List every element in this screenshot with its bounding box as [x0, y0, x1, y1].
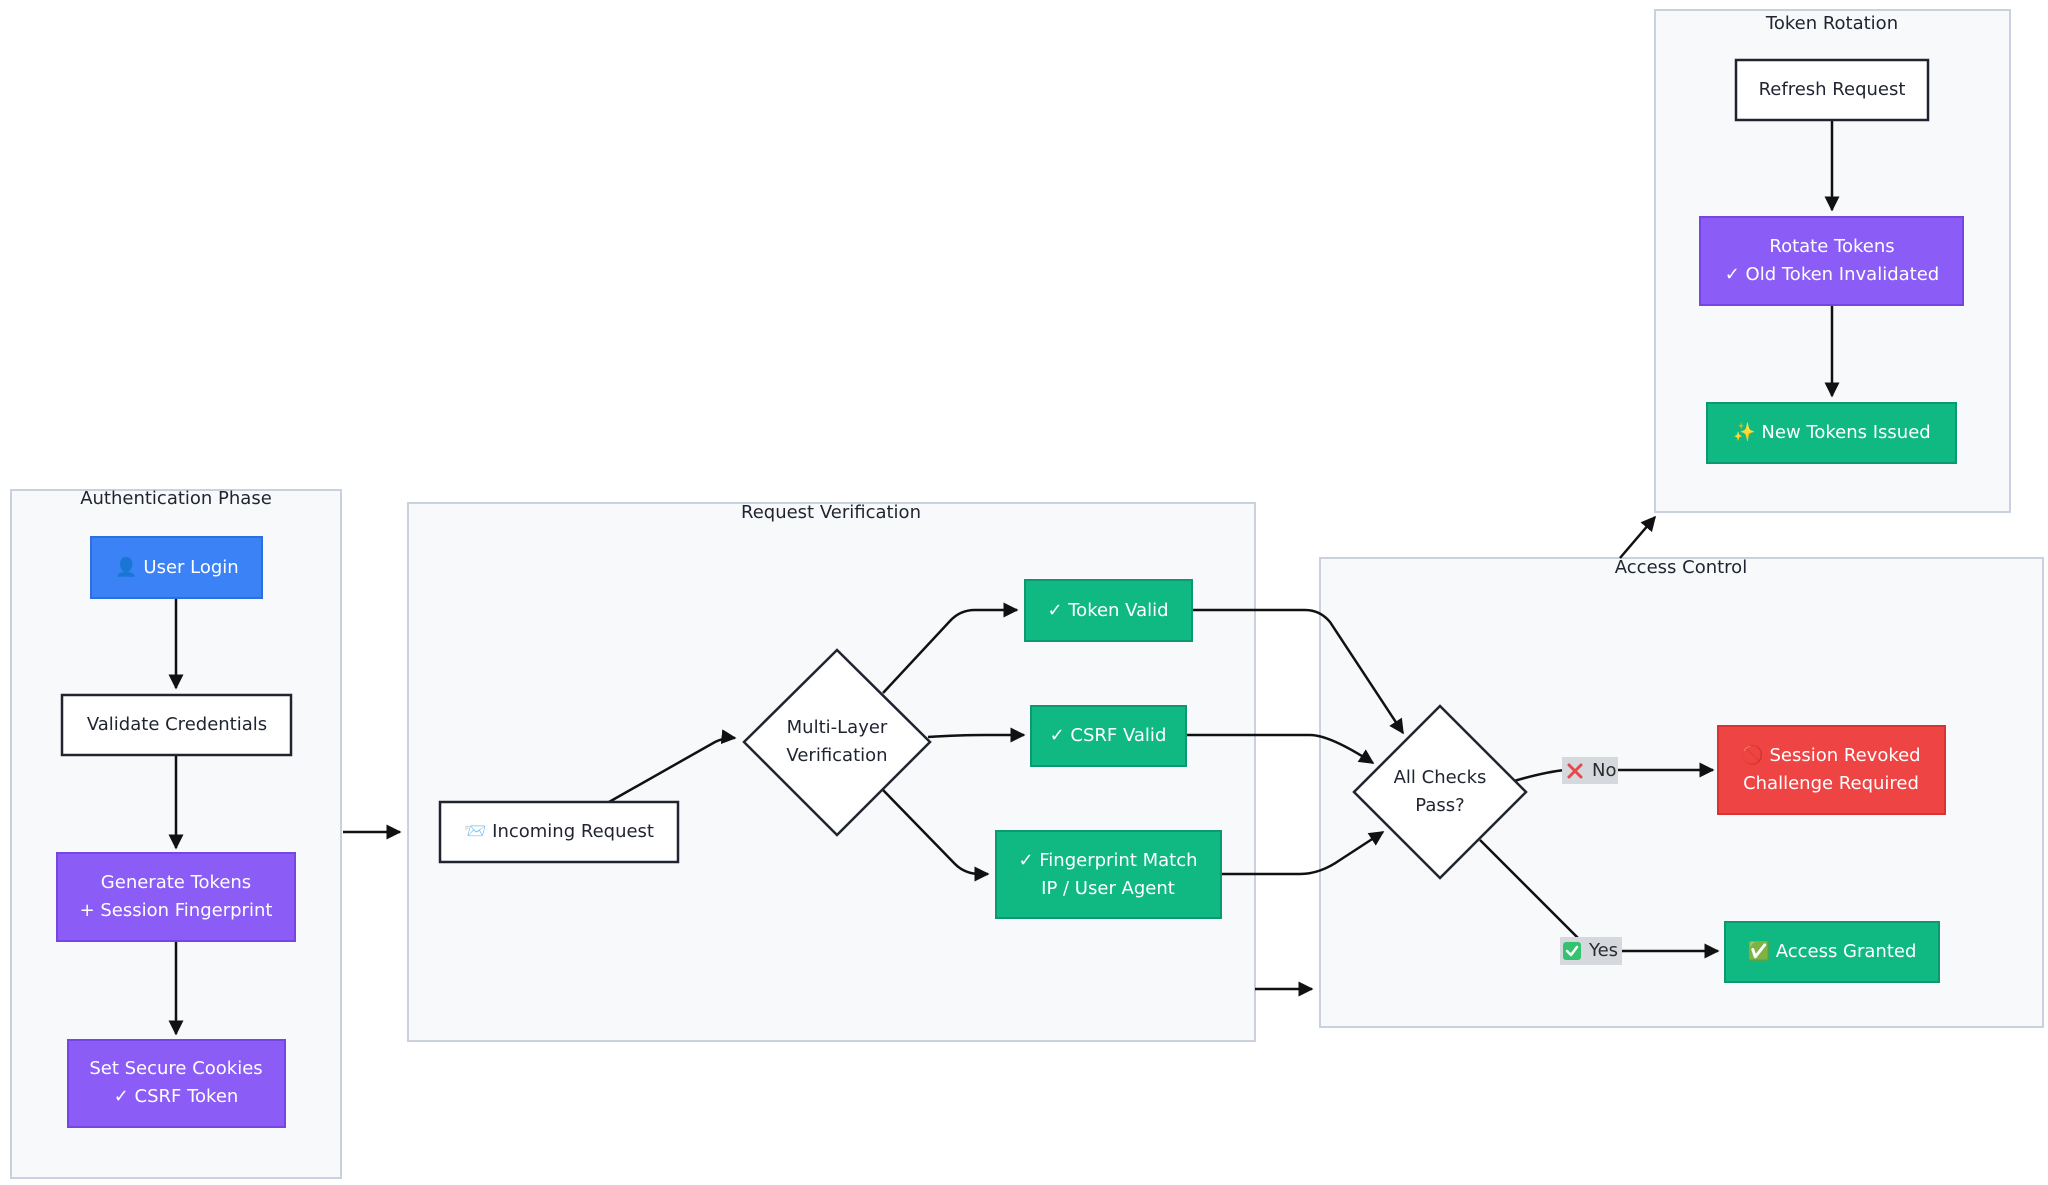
node-all-checks-line2: Pass?	[1415, 795, 1464, 816]
node-fingerprint-match: ✓ Fingerprint Match IP / User Agent	[995, 830, 1222, 919]
node-all-checks-pass: All Checks Pass?	[1352, 704, 1528, 880]
edge-fingerprint-checks	[1221, 830, 1385, 876]
edge-csrf-checks	[1186, 733, 1375, 765]
node-rotate-tokens: Rotate Tokens ✓ Old Token Invalidated	[1699, 216, 1964, 306]
edge-access-to-rotation	[1619, 515, 1656, 559]
node-session-revoked-line2: Challenge Required	[1743, 773, 1919, 794]
node-generate-tokens: Generate Tokens + Session Fingerprint	[56, 852, 296, 942]
node-set-secure-cookies: Set Secure Cookies ✓ CSRF Token	[67, 1039, 286, 1128]
node-new-tokens-label: ✨ New Tokens Issued	[1733, 422, 1930, 443]
cluster-title-request-verification: Request Verification	[741, 502, 921, 523]
check-box-icon	[1563, 942, 1581, 960]
node-validate-credentials-label: Validate Credentials	[87, 714, 267, 735]
node-set-cookies-line1: Set Secure Cookies	[89, 1058, 262, 1079]
node-fingerprint-line2: IP / User Agent	[1041, 878, 1175, 899]
node-generate-tokens-line2: + Session Fingerprint	[80, 900, 273, 921]
edge-label-yes-text: Yes	[1588, 940, 1618, 961]
edge-label-yes: Yes	[1560, 937, 1622, 965]
node-fingerprint-line1: ✓ Fingerprint Match	[1018, 850, 1197, 871]
node-refresh-request-label: Refresh Request	[1759, 79, 1906, 100]
edge-multilayer-token	[882, 602, 1019, 694]
node-multi-layer-line2: Verification	[786, 745, 887, 766]
node-token-valid: ✓ Token Valid	[1024, 579, 1193, 642]
edge-multilayer-fingerprint	[882, 789, 990, 882]
cluster-title-authentication: Authentication Phase	[80, 488, 272, 509]
edge-incoming-multilayer	[608, 729, 737, 804]
node-incoming-request-label: 📨 Incoming Request	[464, 821, 654, 842]
cluster-title-token-rotation: Token Rotation	[1765, 13, 1898, 34]
edge-label-no: No	[1562, 757, 1618, 784]
edge-token-checks	[1192, 608, 1405, 735]
node-csrf-valid-label: ✓ CSRF Valid	[1050, 725, 1167, 746]
node-user-login-label: 👤 User Login	[115, 556, 238, 578]
node-session-revoked-line1: 🚫 Session Revoked	[1741, 744, 1920, 766]
node-multi-layer-line1: Multi-Layer	[787, 717, 888, 738]
node-all-checks-line1: All Checks	[1394, 767, 1487, 788]
node-multi-layer-verification: Multi-Layer Verification	[742, 648, 932, 837]
node-generate-tokens-line1: Generate Tokens	[101, 872, 251, 893]
node-session-revoked: 🚫 Session Revoked Challenge Required	[1717, 725, 1946, 815]
node-incoming-request: 📨 Incoming Request	[438, 800, 680, 864]
edge-label-no-text: No	[1592, 760, 1616, 781]
node-rotate-tokens-line2: ✓ Old Token Invalidated	[1725, 264, 1939, 285]
cross-mark-icon	[1567, 763, 1583, 779]
node-new-tokens-issued: ✨ New Tokens Issued	[1706, 402, 1957, 464]
node-user-login: 👤 User Login	[90, 536, 263, 599]
node-access-granted: ✅ Access Granted	[1724, 921, 1940, 983]
node-access-granted-label: ✅ Access Granted	[1748, 940, 1917, 962]
cluster-title-access-control: Access Control	[1615, 557, 1747, 578]
node-refresh-request: Refresh Request	[1734, 58, 1930, 122]
edge-multilayer-csrf	[927, 727, 1026, 743]
node-token-valid-label: ✓ Token Valid	[1047, 600, 1168, 621]
node-csrf-valid: ✓ CSRF Valid	[1030, 705, 1187, 767]
node-set-cookies-line2: ✓ CSRF Token	[114, 1086, 239, 1107]
node-validate-credentials: Validate Credentials	[60, 693, 293, 757]
node-rotate-tokens-line1: Rotate Tokens	[1769, 236, 1894, 257]
